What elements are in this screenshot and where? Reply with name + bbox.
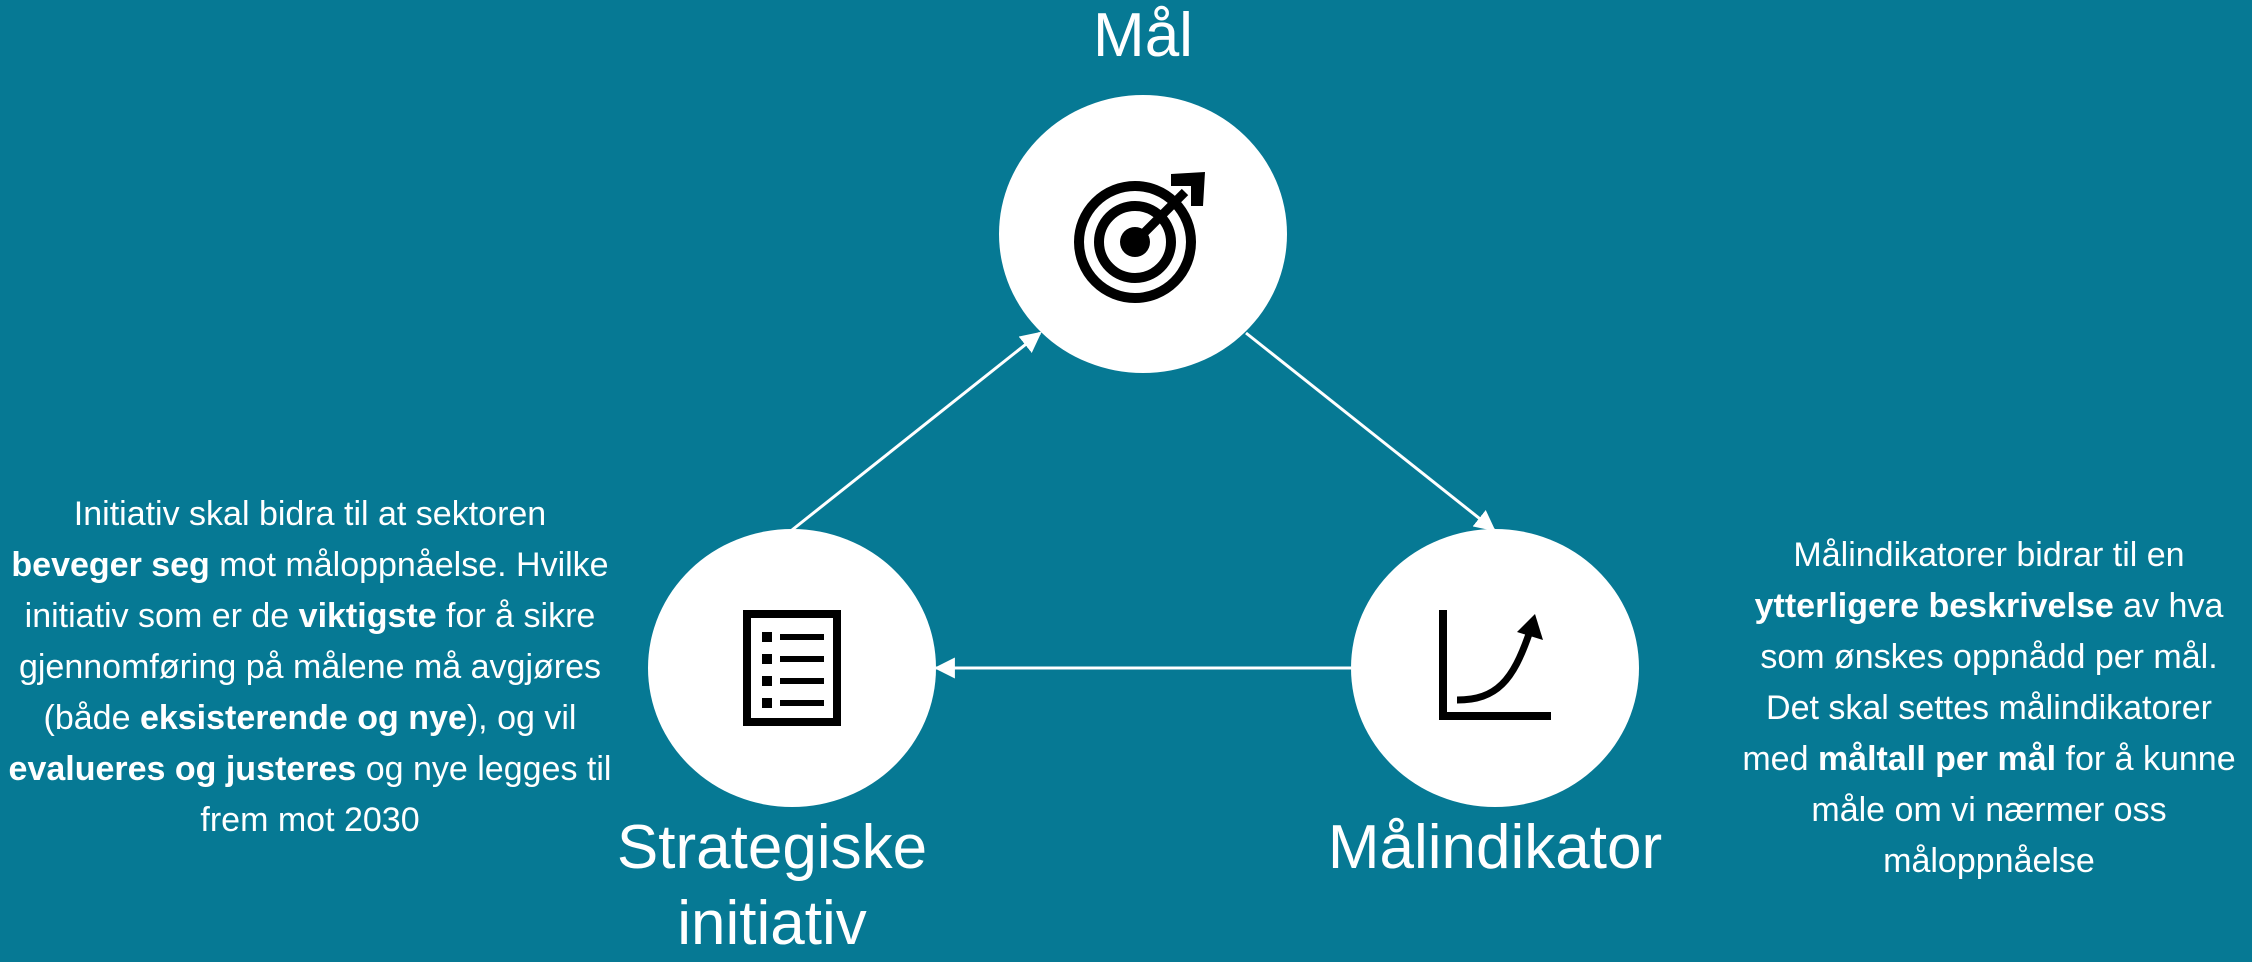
initiative-node: [648, 529, 936, 807]
indicator-node: [1351, 529, 1639, 807]
target-arrow-icon: [1074, 172, 1205, 303]
arrow-initiative-to-goal: [791, 331, 1042, 532]
growth-chart-icon: [1439, 610, 1551, 720]
goal-label: Mål: [1093, 1, 1193, 70]
initiative-label: Strategiske initiativ: [616, 813, 928, 958]
goal-node: [999, 95, 1287, 373]
arrow-goal-to-indicator: [1245, 331, 1496, 532]
checklist-icon: [743, 610, 841, 726]
indicator-label: Målindikator: [1327, 813, 1663, 882]
initiative-description: Initiativ skal bidra til at sektoren bev…: [8, 495, 612, 839]
indicator-description: Målindikatorer bidrar til en ytterligere…: [1742, 536, 2236, 880]
